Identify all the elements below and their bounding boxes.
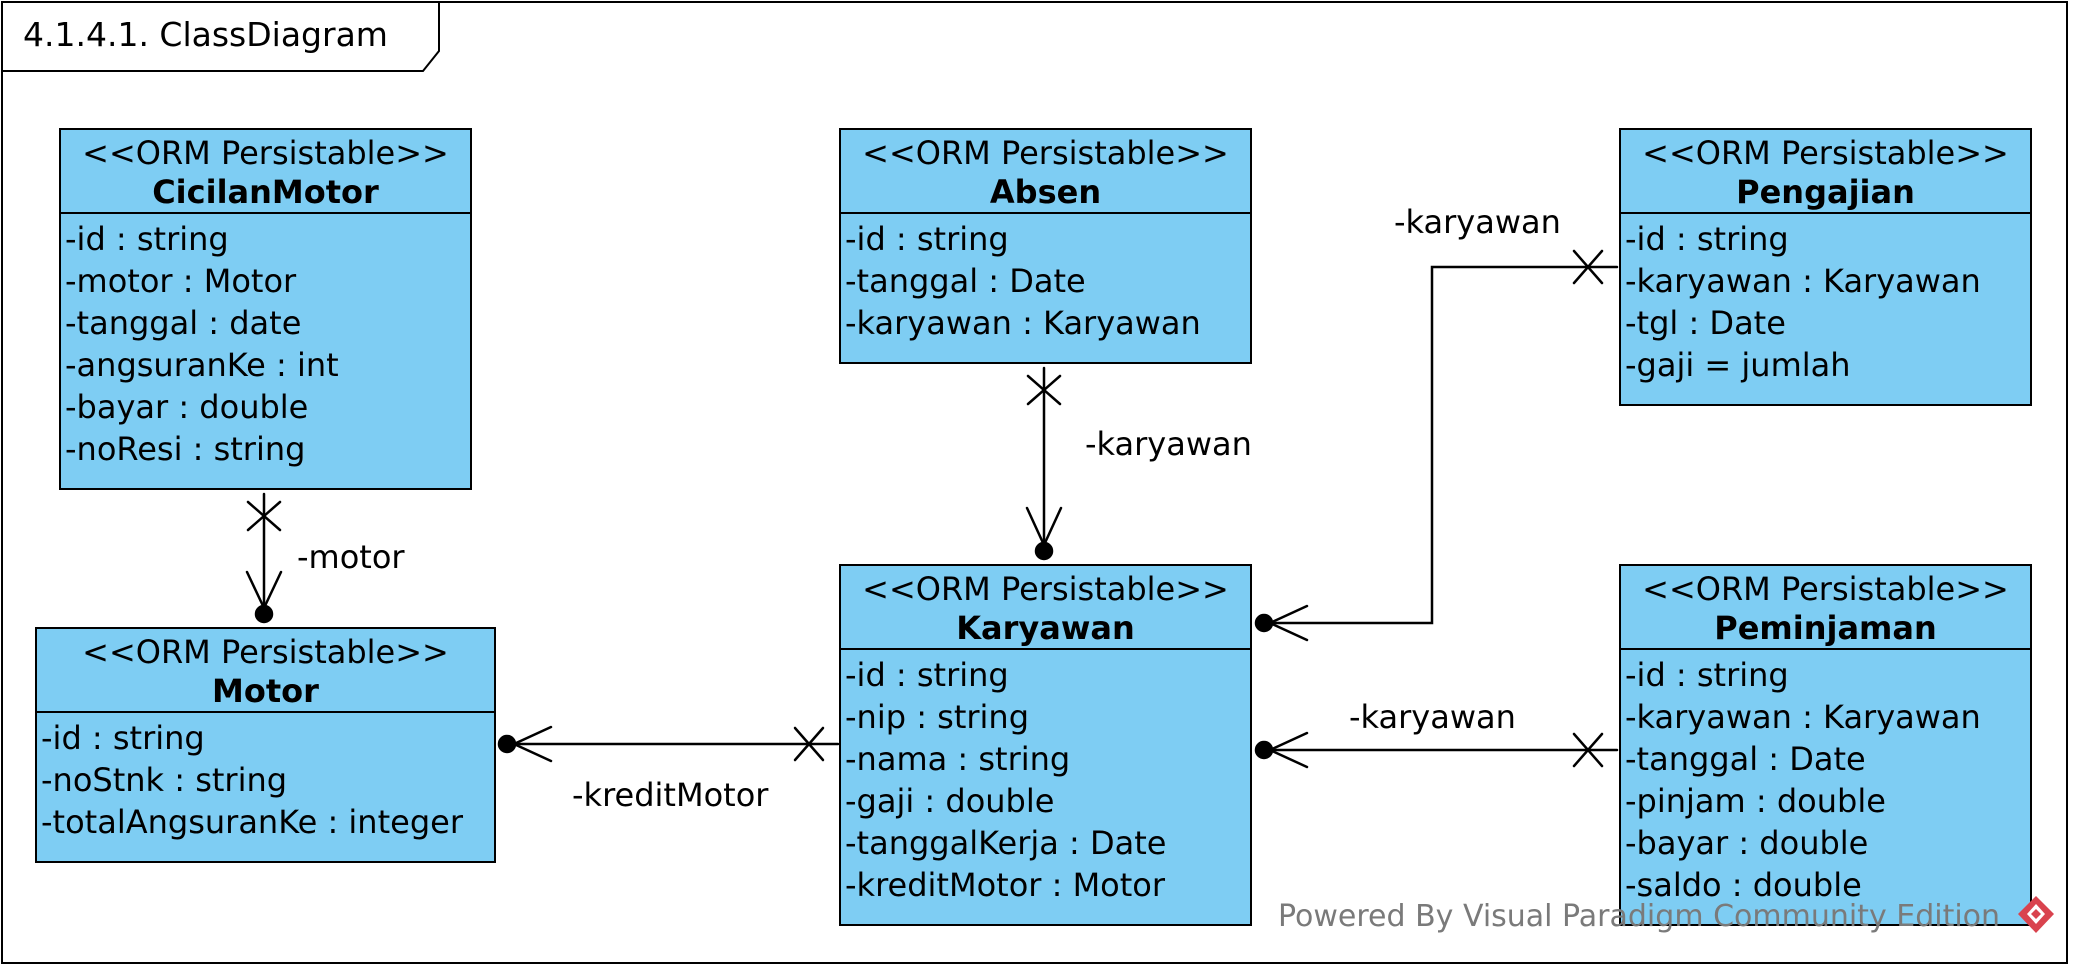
assoc-absen-karyawan (1025, 366, 1063, 561)
attribute: -bayar : double (1625, 824, 1869, 862)
attribute: -gaji = jumlah (1625, 346, 1851, 384)
visual-paradigm-logo-icon (2018, 896, 2054, 933)
attribute: -totalAngsuranKe : integer (41, 803, 463, 841)
attribute: -id : string (845, 656, 1009, 694)
class-peminjaman[interactable]: <<ORM Persistable>> Peminjaman -id : str… (1619, 564, 2032, 926)
class-header: <<ORM Persistable>> Absen (841, 130, 1250, 214)
attribute: -id : string (41, 719, 205, 757)
class-header: <<ORM Persistable>> Pengajian (1621, 130, 2030, 214)
stereotype: <<ORM Persistable>> (1642, 134, 2009, 172)
class-absen[interactable]: <<ORM Persistable>> Absen -id : string -… (839, 128, 1252, 364)
assoc-karyawan-motor (497, 725, 840, 763)
stereotype: <<ORM Persistable>> (862, 570, 1229, 608)
attribute: -karyawan : Karyawan (845, 304, 1201, 342)
frame-title: 4.1.4.1. ClassDiagram (23, 15, 388, 54)
attribute-list: -id : string -noStnk : string -totalAngs… (37, 713, 494, 843)
attribute-list: -id : string -tanggal : Date -karyawan :… (841, 214, 1250, 344)
stereotype: <<ORM Persistable>> (1642, 570, 2009, 608)
assoc-pengajian-karyawan (1254, 249, 1619, 642)
attribute: -tanggal : Date (845, 262, 1086, 300)
attribute-list: -id : string -karyawan : Karyawan -tangg… (1621, 650, 2030, 906)
attribute: -tgl : Date (1625, 304, 1786, 342)
attribute: -saldo : double (1625, 866, 1862, 904)
attribute: -gaji : double (845, 782, 1055, 820)
attribute: -pinjam : double (1625, 782, 1886, 820)
attribute: -id : string (845, 220, 1009, 258)
class-name: Peminjaman (1714, 609, 1937, 647)
attribute: -noResi : string (65, 430, 306, 468)
watermark-text: Powered By Visual Paradigm Community Edi… (1278, 899, 2001, 934)
class-cicilanmotor[interactable]: <<ORM Persistable>> CicilanMotor -id : s… (59, 128, 472, 490)
frame-title-tab (3, 3, 440, 72)
role-label-peminjaman-karyawan: -karyawan (1349, 698, 1516, 736)
attribute: -tanggal : Date (1625, 740, 1866, 778)
attribute: -bayar : double (65, 388, 309, 426)
assoc-peminjaman-karyawan (1254, 731, 1619, 769)
attribute: -tanggal : date (65, 304, 302, 342)
role-label-pengajian-karyawan: -karyawan (1394, 203, 1561, 241)
role-label-absen-karyawan: -karyawan (1085, 425, 1252, 463)
attribute: -id : string (65, 220, 229, 258)
attribute: -kreditMotor : Motor (845, 866, 1166, 904)
stereotype: <<ORM Persistable>> (82, 134, 449, 172)
class-name: CicilanMotor (152, 173, 379, 211)
attribute: -karyawan : Karyawan (1625, 698, 1981, 736)
role-label-motor: -motor (297, 538, 405, 576)
attribute: -angsuranKe : int (65, 346, 339, 384)
assoc-cicilanmotor-motor (245, 492, 283, 624)
class-name: Karyawan (956, 609, 1135, 647)
attribute-list: -id : string -motor : Motor -tanggal : d… (61, 214, 470, 470)
stereotype: <<ORM Persistable>> (82, 633, 449, 671)
class-header: <<ORM Persistable>> Peminjaman (1621, 566, 2030, 650)
class-name: Pengajian (1736, 173, 1915, 211)
class-name: Motor (212, 672, 319, 710)
class-header: <<ORM Persistable>> Motor (37, 629, 494, 713)
role-label-kreditmotor: -kreditMotor (572, 776, 769, 814)
attribute: -noStnk : string (41, 761, 288, 799)
attribute-list: -id : string -karyawan : Karyawan -tgl :… (1621, 214, 2030, 386)
class-header: <<ORM Persistable>> Karyawan (841, 566, 1250, 650)
class-header: <<ORM Persistable>> CicilanMotor (61, 130, 470, 214)
attribute: -tanggalKerja : Date (845, 824, 1167, 862)
attribute: -motor : Motor (65, 262, 297, 300)
attribute-list: -id : string -nip : string -nama : strin… (841, 650, 1250, 906)
class-name: Absen (989, 173, 1102, 211)
attribute: -id : string (1625, 220, 1789, 258)
attribute: -id : string (1625, 656, 1789, 694)
attribute: -nama : string (845, 740, 1071, 778)
attribute: -nip : string (845, 698, 1030, 736)
stereotype: <<ORM Persistable>> (862, 134, 1229, 172)
class-pengajian[interactable]: <<ORM Persistable>> Pengajian -id : stri… (1619, 128, 2032, 406)
attribute: -karyawan : Karyawan (1625, 262, 1981, 300)
class-karyawan[interactable]: <<ORM Persistable>> Karyawan -id : strin… (839, 564, 1252, 926)
class-motor[interactable]: <<ORM Persistable>> Motor -id : string -… (35, 627, 496, 863)
